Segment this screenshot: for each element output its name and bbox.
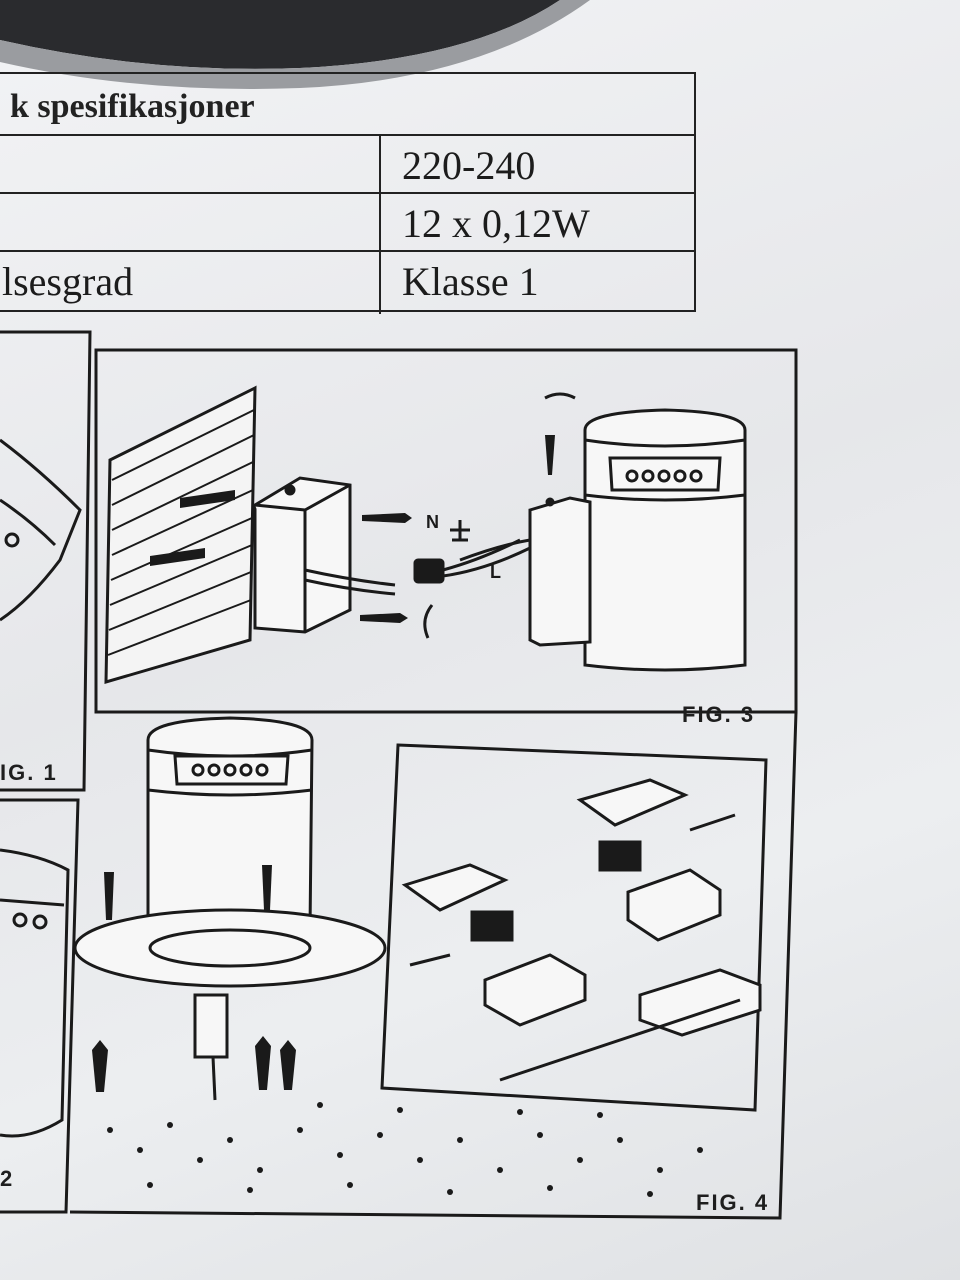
figure-4-label: FIG. 4 [696,1190,770,1215]
spec-table-header: k spesifikasjoner [0,74,694,136]
gravel-dots [107,1102,703,1197]
fig4-lamp-body [73,716,387,1101]
fig4-inset-panel [380,743,768,1112]
mounting-box [253,476,352,634]
spec-value-power: 12 x 0,12W [402,201,590,246]
fig4-panel [69,710,798,1220]
wire-label-neutral: N [426,512,439,532]
ground-spike-icon [92,1036,296,1092]
fig2-panel [0,798,80,1214]
fig2-lamp-drawing [0,848,70,1138]
rotate-arrow-icon [423,392,576,639]
figure-1-label: IG. 1 [0,760,58,785]
screw-icon [360,513,412,623]
lamp-edge [0,0,590,89]
figure-3-label: FIG. 3 [682,702,756,727]
power-cable [304,568,396,596]
specification-table: k spesifikasjoner 220-240 12 x 0,12W lse… [0,72,696,314]
wire-label-live: L [490,562,501,582]
fig3-lamp-body [528,408,747,672]
fig1-panel [0,330,92,792]
screw-icon [104,865,272,920]
spec-row: 220-240 [0,136,694,194]
screw-icon [545,435,555,475]
wall-plug-icon [150,490,235,566]
spec-table-title: k spesifikasjoner [10,88,255,125]
spec-row: lsesgrad Klasse 1 [0,252,694,310]
fig1-lamp-drawing [0,438,82,622]
spec-column-divider [379,136,381,314]
earth-symbol-icon [450,520,470,542]
spec-value-class: Klasse 1 [402,259,539,304]
lamp-cable [459,538,531,562]
spec-value-voltage: 220-240 [402,143,536,188]
brick-wall [104,385,257,685]
spec-label: lsesgrad [2,259,134,304]
terminal-block [413,538,531,584]
figure-2-label: 2 [0,1166,15,1191]
junction-box-exploded [401,778,762,1082]
spec-row: 12 x 0,12W [0,194,694,252]
